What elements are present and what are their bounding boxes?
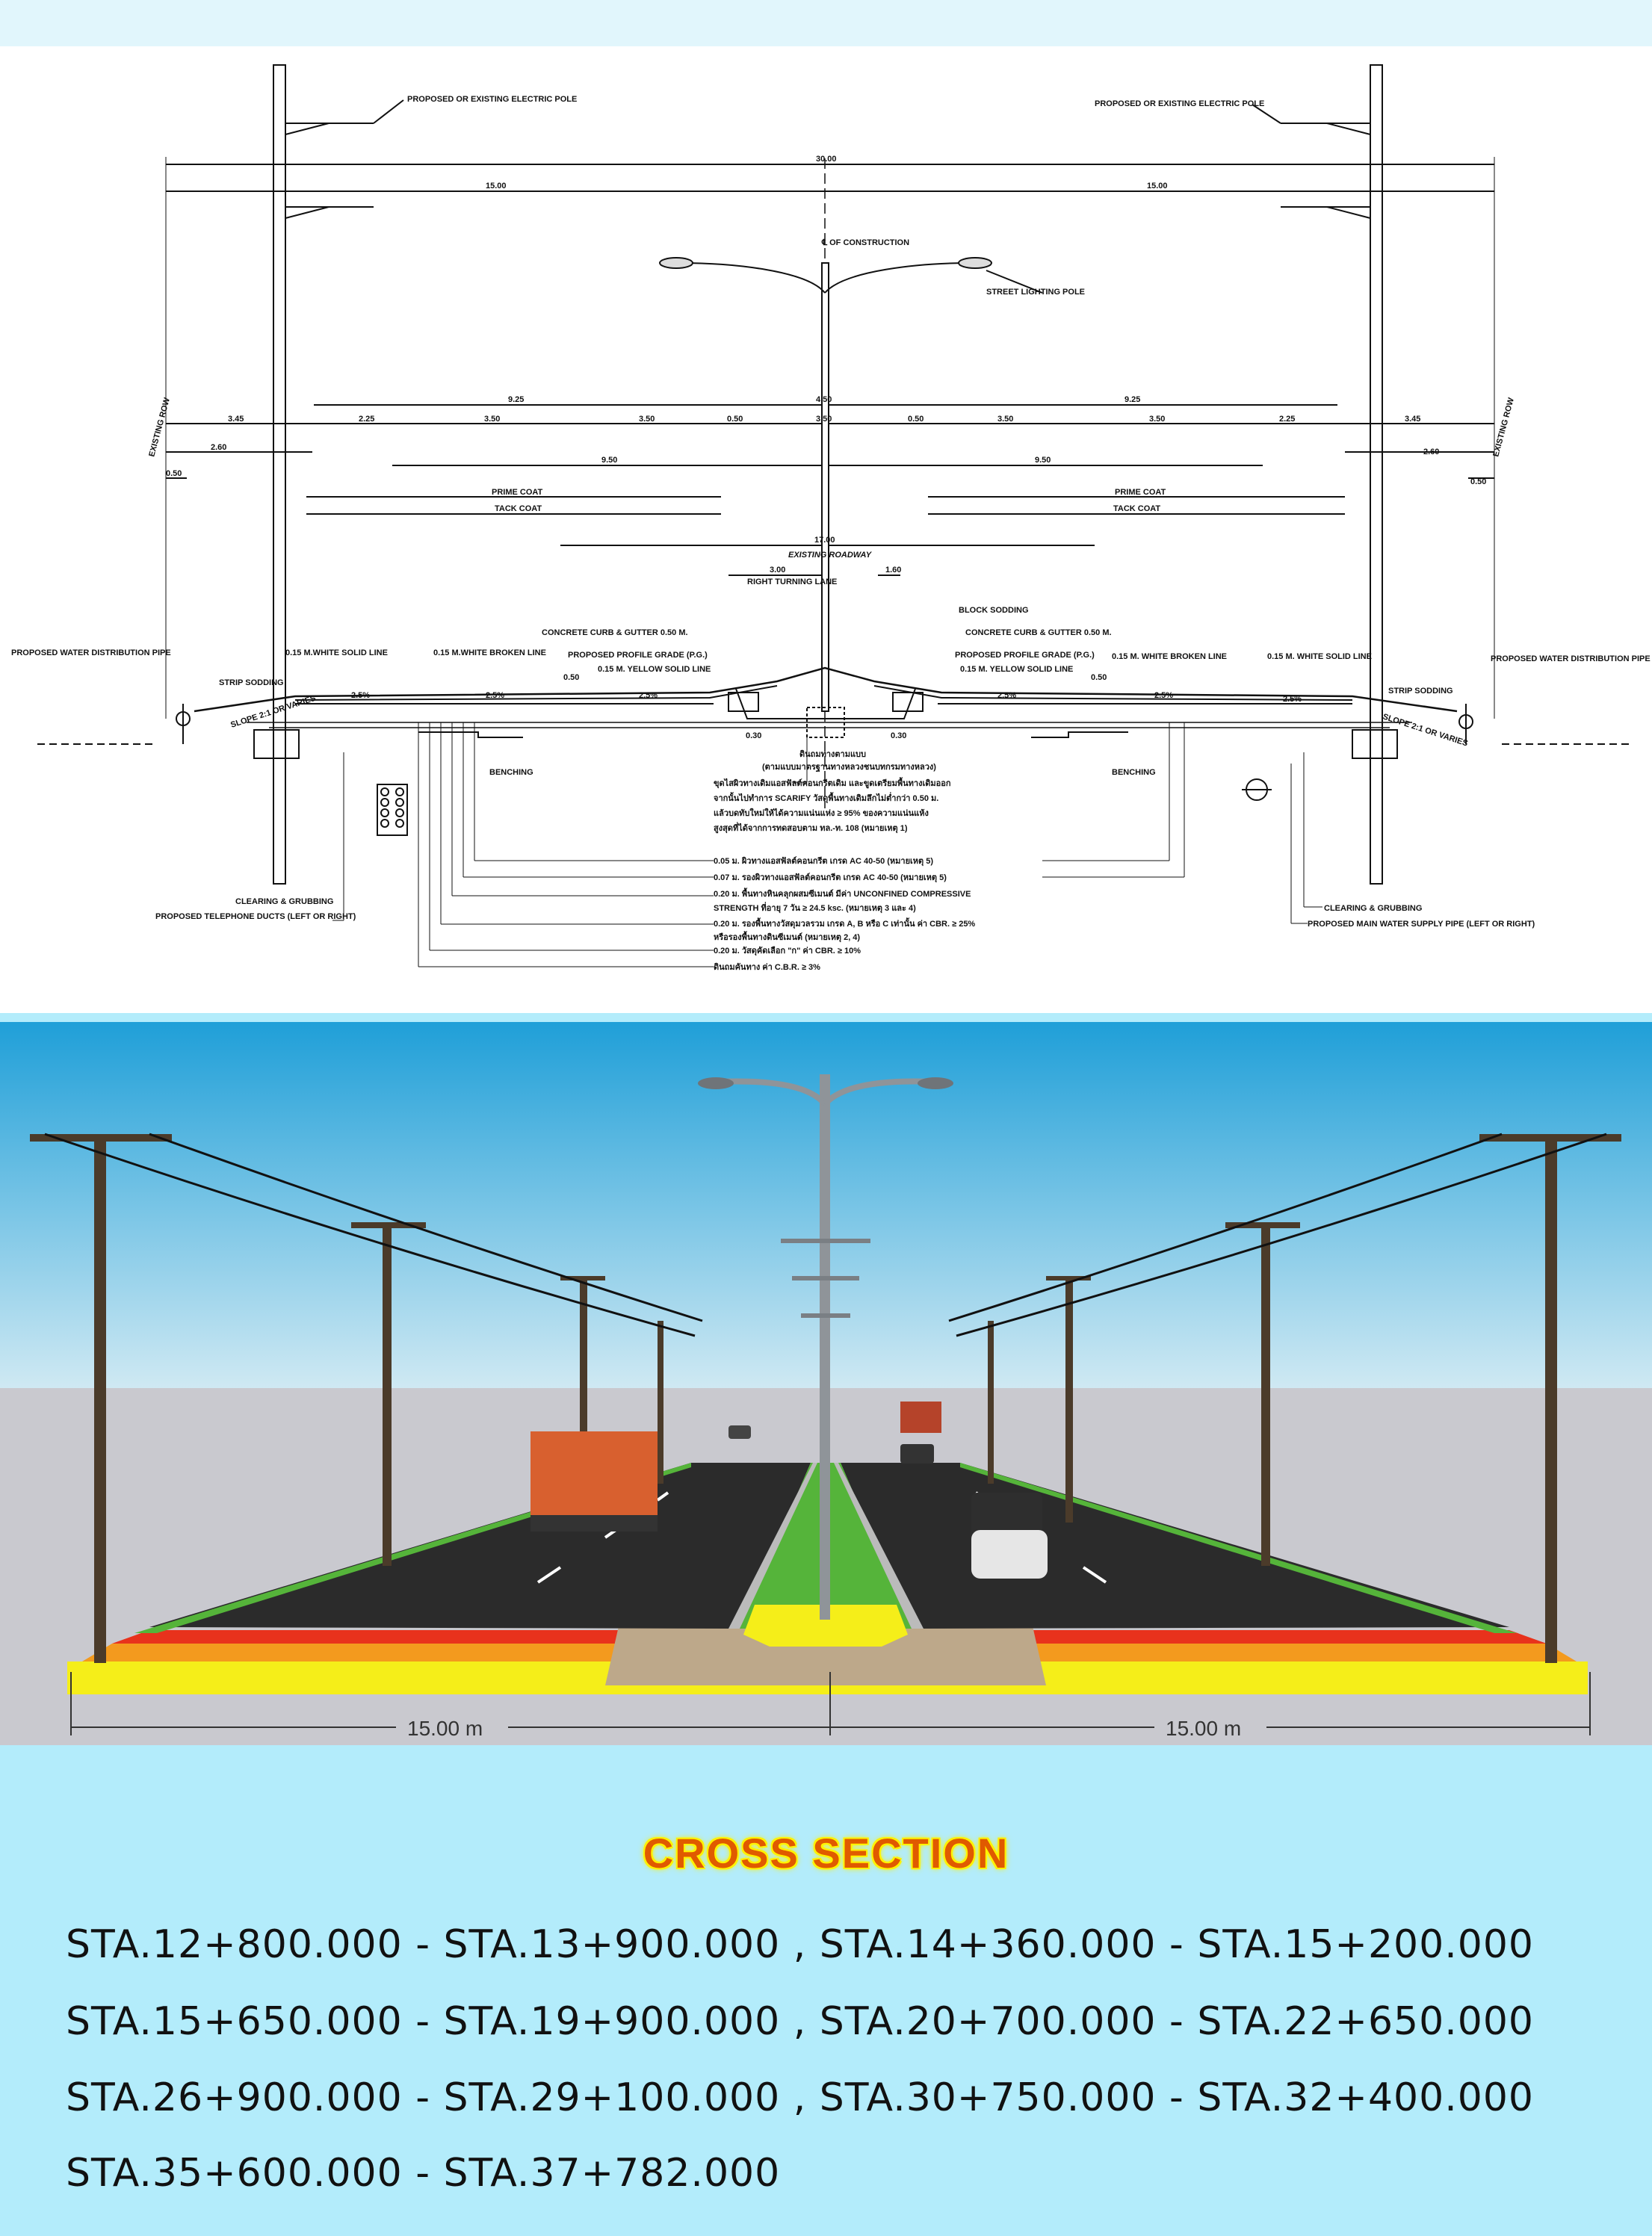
pct-b: 2.5% <box>486 691 504 700</box>
row-left-label: EXISTING ROW <box>147 397 172 458</box>
water-pipe-left-label: PROPOSED WATER DISTRIBUTION PIPE <box>11 648 171 657</box>
render-dim-right: 15.00 m <box>1166 1717 1241 1740</box>
electric-pole-left-label: PROPOSED OR EXISTING ELECTRIC POLE <box>407 95 577 104</box>
dim-350-d: 3.50 <box>997 415 1013 424</box>
street-lighting-label: STREET LIGHTING POLE <box>986 288 1085 297</box>
footer-panel: CROSS SECTION STA.12+800.000 - STA.13+90… <box>0 1745 1652 2236</box>
road-render: 15.00 m 15.00 m <box>0 1022 1652 1745</box>
main-water-label: PROPOSED MAIN WATER SUPPLY PIPE (LEFT OR… <box>1308 920 1535 929</box>
dim-225-left: 2.25 <box>359 415 374 424</box>
dim-350-a: 3.50 <box>484 415 500 424</box>
top-strip <box>0 0 1652 46</box>
note-scarify-3: แล้วบดทับใหม่ให้ได้ความแน่นแห่ง ≥ 95% ขอ… <box>714 808 929 818</box>
yellow-solid-left: 0.15 M. YELLOW SOLID LINE <box>598 665 711 674</box>
clearing-right: CLEARING & GRUBBING <box>1324 904 1422 913</box>
layer-4b: หรือรองพื้นทางดินซีเมนต์ (หมายเหตุ 2, 4) <box>714 931 860 943</box>
prime-coat-right: PRIME COAT <box>1115 488 1166 497</box>
dim-half-left: 15.00 <box>486 182 507 191</box>
prime-coat-left: PRIME COAT <box>492 488 543 497</box>
cross-section-title: CROSS SECTION <box>643 1830 1009 1877</box>
dim-total: 30.00 <box>816 155 837 164</box>
station-line-3: STA.26+900.000 - STA.29+100.000 , STA.30… <box>66 2075 1535 2120</box>
existing-roadway: EXISTING ROADWAY <box>788 551 873 560</box>
dim-300: 3.00 <box>770 566 785 575</box>
note-scarify-1: ขุดไสผิวทางเดิมแอสฟัลต์คอนกรีตเดิม และขู… <box>714 777 951 789</box>
dim-950-left: 9.50 <box>601 456 617 465</box>
row-right-label: EXISTING ROW <box>1491 397 1516 458</box>
dim-050-m1: 0.50 <box>563 673 579 682</box>
layer-4: 0.20 ม. รองพื้นทางวัสดุมวลรวม เกรด A, B … <box>714 917 975 929</box>
white-broken-left: 0.15 M.WHITE BROKEN LINE <box>433 648 546 657</box>
centerline-label: ℄ OF CONSTRUCTION <box>821 238 909 247</box>
dim-345-left: 3.45 <box>228 415 244 424</box>
layer-6: ดินถมคันทาง ค่า C.B.R. ≥ 3% <box>714 962 820 972</box>
electric-pole-right-label: PROPOSED OR EXISTING ELECTRIC POLE <box>1095 99 1264 108</box>
profile-grade-right: PROPOSED PROFILE GRADE (P.G.) <box>955 651 1095 660</box>
strip-sodding-right: STRIP SODDING <box>1388 687 1453 696</box>
render-svg: 15.00 m 15.00 m <box>0 1022 1652 1745</box>
block-sodding-label: BLOCK SODDING <box>959 606 1029 615</box>
dim-1700: 17.00 <box>814 536 835 545</box>
dim-050-a: 0.50 <box>727 415 743 424</box>
electric-pole-right <box>1370 64 1383 885</box>
layer-2: 0.07 ม. รองผิวทางแอสฟัลต์คอนกรีต เกรด AC… <box>714 873 947 883</box>
dim-450: 4.50 <box>816 395 832 404</box>
truck <box>530 1431 658 1521</box>
white-solid-left: 0.15 M.WHITE SOLID LINE <box>285 648 388 657</box>
layer-3: 0.20 ม. พื้นทางหินคลุกผสมซีเมนต์ มีค่า U… <box>714 888 971 899</box>
curb-left-label: CONCRETE CURB & GUTTER 0.50 M. <box>542 628 688 637</box>
note-scarify-4: สูงสุดที่ได้จากการทดสอบตาม ทล.-ท. 108 (ห… <box>714 822 908 834</box>
layer-5: 0.20 ม. วัสดุคัดเลือก "ก" ค่า CBR. ≥ 10% <box>714 946 861 956</box>
dim-950-right: 9.50 <box>1035 456 1051 465</box>
station-line-4: STA.35+600.000 - STA.37+782.000 <box>66 2151 781 2196</box>
yellow-solid-right: 0.15 M. YELLOW SOLID LINE <box>960 665 1073 674</box>
dim-925-right: 9.25 <box>1124 395 1140 404</box>
dim-half-right: 15.00 <box>1147 182 1168 191</box>
white-solid-right: 0.15 M. WHITE SOLID LINE <box>1267 652 1372 661</box>
curb-right-label: CONCRETE CURB & GUTTER 0.50 M. <box>965 628 1112 637</box>
pct-c: 2.5% <box>639 691 658 700</box>
clearing-left: CLEARING & GRUBBING <box>235 897 333 906</box>
note-topsoil: ดินถมทางตามแบบ <box>799 749 866 759</box>
note-topsoil-2: (ตามแบบมาตรฐานทางหลวงชนบทกรมทางหลวง) <box>762 763 936 772</box>
layer-1: 0.05 ม. ผิวทางแอสฟัลต์คอนกรีต เกรด AC 40… <box>714 856 933 867</box>
station-line-1: STA.12+800.000 - STA.13+900.000 , STA.14… <box>66 1922 1535 1967</box>
dim-030-b: 0.30 <box>891 731 906 740</box>
telephone-ducts-label: PROPOSED TELEPHONE DUCTS (LEFT OR RIGHT) <box>155 912 356 921</box>
profile-grade-left: PROPOSED PROFILE GRADE (P.G.) <box>568 651 708 660</box>
dim-050-left: 0.50 <box>166 469 182 478</box>
engineering-drawing: PROPOSED OR EXISTING ELECTRIC POLE PROPO… <box>0 46 1652 1013</box>
electric-pole-left <box>273 64 286 885</box>
dim-350-e: 3.50 <box>1149 415 1165 424</box>
dim-345-right: 3.45 <box>1405 415 1420 424</box>
dim-260-right: 2.60 <box>1423 447 1439 456</box>
note-scarify-2: จากนั้นไปทำการ SCARIFY วัสดุพื้นทางเดิมล… <box>714 792 938 804</box>
dim-260-left: 2.60 <box>211 443 226 452</box>
dim-050-m2: 0.50 <box>1091 673 1107 682</box>
tack-coat-right: TACK COAT <box>1113 504 1160 513</box>
strip-sodding-left: STRIP SODDING <box>219 678 284 687</box>
benching-right: BENCHING <box>1112 768 1156 777</box>
drawing-svg: PROPOSED OR EXISTING ELECTRIC POLE PROPO… <box>11 64 1651 972</box>
water-pipe-right-label: PROPOSED WATER DISTRIBUTION PIPE <box>1491 654 1651 663</box>
station-line-2: STA.15+650.000 - STA.19+900.000 , STA.20… <box>66 1999 1535 2044</box>
white-broken-right: 0.15 M. WHITE BROKEN LINE <box>1112 652 1227 661</box>
dim-225-right: 2.25 <box>1279 415 1295 424</box>
dim-350-b: 3.50 <box>639 415 655 424</box>
pct-a: 2.5% <box>351 691 370 700</box>
benching-left: BENCHING <box>489 768 533 777</box>
layer-3b: STRENGTH ที่อายุ 7 วัน ≥ 24.5 ksc. (หมาย… <box>714 902 916 914</box>
dim-050-b: 0.50 <box>908 415 924 424</box>
tack-coat-left: TACK COAT <box>495 504 542 513</box>
dim-160: 1.60 <box>885 566 901 575</box>
dim-030-a: 0.30 <box>746 731 761 740</box>
right-turning-lane: RIGHT TURNING LANE <box>747 577 837 586</box>
pct-e: 2.5% <box>1154 691 1173 700</box>
dim-925-left: 9.25 <box>508 395 524 404</box>
dim-350-c: 3.50 <box>816 415 832 424</box>
render-dim-left: 15.00 m <box>407 1717 483 1740</box>
dim-050-right: 0.50 <box>1470 477 1486 486</box>
pct-d: 2.5% <box>997 691 1016 700</box>
pct-f: 2.5% <box>1283 695 1302 704</box>
